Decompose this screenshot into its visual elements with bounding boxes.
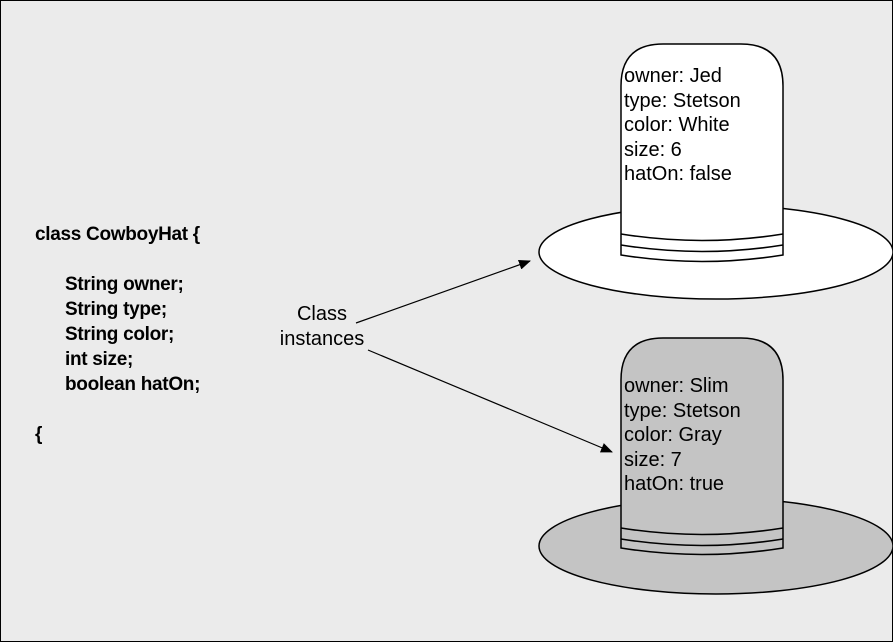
field-haton: boolean hatOn; [65, 374, 201, 395]
white-hat-attributes: owner: Jed type: Stetson color: White si… [624, 64, 741, 187]
gray-hat-band-top [620, 527, 784, 536]
gray-hat-crown [620, 337, 784, 556]
white-hat-owner: owner: Jed [624, 65, 722, 87]
gray-hat-type: type: Stetson [624, 399, 741, 422]
white-hat-type: type: Stetson [624, 89, 741, 112]
class-header: class CowboyHat { [35, 224, 200, 245]
white-hat [538, 43, 893, 300]
white-hat-band-top [620, 233, 784, 242]
arrow-to-gray-hat [367, 349, 613, 453]
field-size: int size; [65, 349, 134, 370]
gray-hat-haton: hatOn: true [624, 473, 725, 495]
gray-hat-color: color: Gray [624, 424, 722, 446]
caption-line-1: Class [296, 303, 347, 325]
arrow-to-white-hat [355, 259, 531, 324]
gray-hat [538, 337, 893, 595]
gray-hat-owner: owner: Slim [624, 375, 729, 397]
white-hat-haton: hatOn: false [624, 163, 732, 185]
white-hat-size: size: 6 [624, 138, 682, 161]
gray-hat-band-bottom [620, 538, 784, 547]
caption-line-2: instances [279, 328, 365, 350]
field-type: String type; [65, 299, 167, 320]
class-footer: { [35, 424, 43, 445]
white-hat-crown [620, 43, 784, 263]
class-instances-label: Class instances [262, 302, 382, 352]
gray-hat-size: size: 7 [624, 448, 682, 471]
field-owner: String owner; [65, 274, 184, 295]
white-hat-color: color: White [624, 114, 730, 136]
white-hat-band-bottom [620, 244, 784, 253]
gray-hat-attributes: owner: Slim type: Stetson color: Gray si… [624, 374, 741, 497]
field-color: String color; [65, 324, 175, 345]
